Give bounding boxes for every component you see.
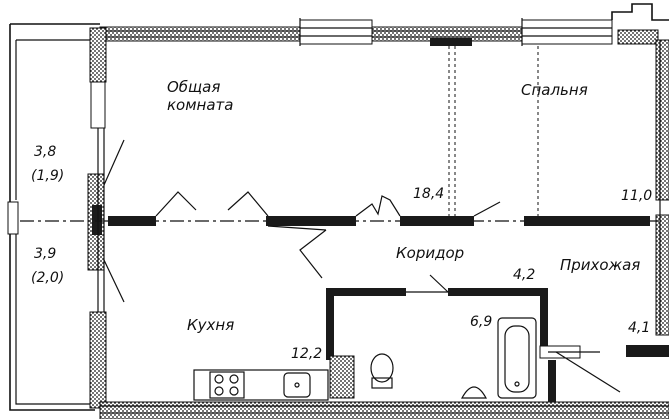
top-wall [99, 3, 669, 46]
living-room-area: 18,4 [413, 186, 444, 202]
stove-icon [209, 371, 245, 399]
balcony-frame [7, 23, 100, 411]
window-bedroom-top [521, 19, 613, 45]
balcony-upper-area: 3,8 [34, 144, 56, 160]
bottom-wall [99, 351, 669, 419]
living-room-label-1: Общая [167, 78, 220, 96]
hallway-area: 4,1 [628, 320, 650, 336]
toilet-icon [370, 353, 394, 383]
bathtub-icon [497, 317, 537, 399]
sink-icon [460, 386, 488, 399]
corridor-area: 4,2 [513, 267, 535, 283]
kitchen-sink-icon [283, 372, 311, 398]
kitchen-area: 12,2 [291, 346, 322, 362]
balcony-lower-area: 3,9 [34, 246, 56, 262]
right-wall [626, 39, 669, 357]
bathroom-block [326, 274, 600, 399]
bedroom-label: Спальня [521, 81, 588, 99]
balcony-lower-subarea: (2,0) [31, 270, 64, 286]
kitchen-label: Кухня [187, 316, 234, 334]
corridor-label: Коридор [396, 244, 464, 262]
middle-partition [20, 46, 660, 279]
balcony-upper-subarea: (1,9) [31, 168, 64, 184]
bathroom-area: 6,9 [470, 314, 492, 330]
left-inner-wall [87, 27, 125, 409]
bedroom-area: 11,0 [621, 188, 652, 204]
kitchen-counter [193, 369, 329, 401]
window-living-top [299, 19, 373, 45]
hallway-label: Прихожая [560, 256, 640, 274]
living-room-label-2: комната [167, 96, 233, 114]
balcony-side-opening [7, 201, 19, 235]
